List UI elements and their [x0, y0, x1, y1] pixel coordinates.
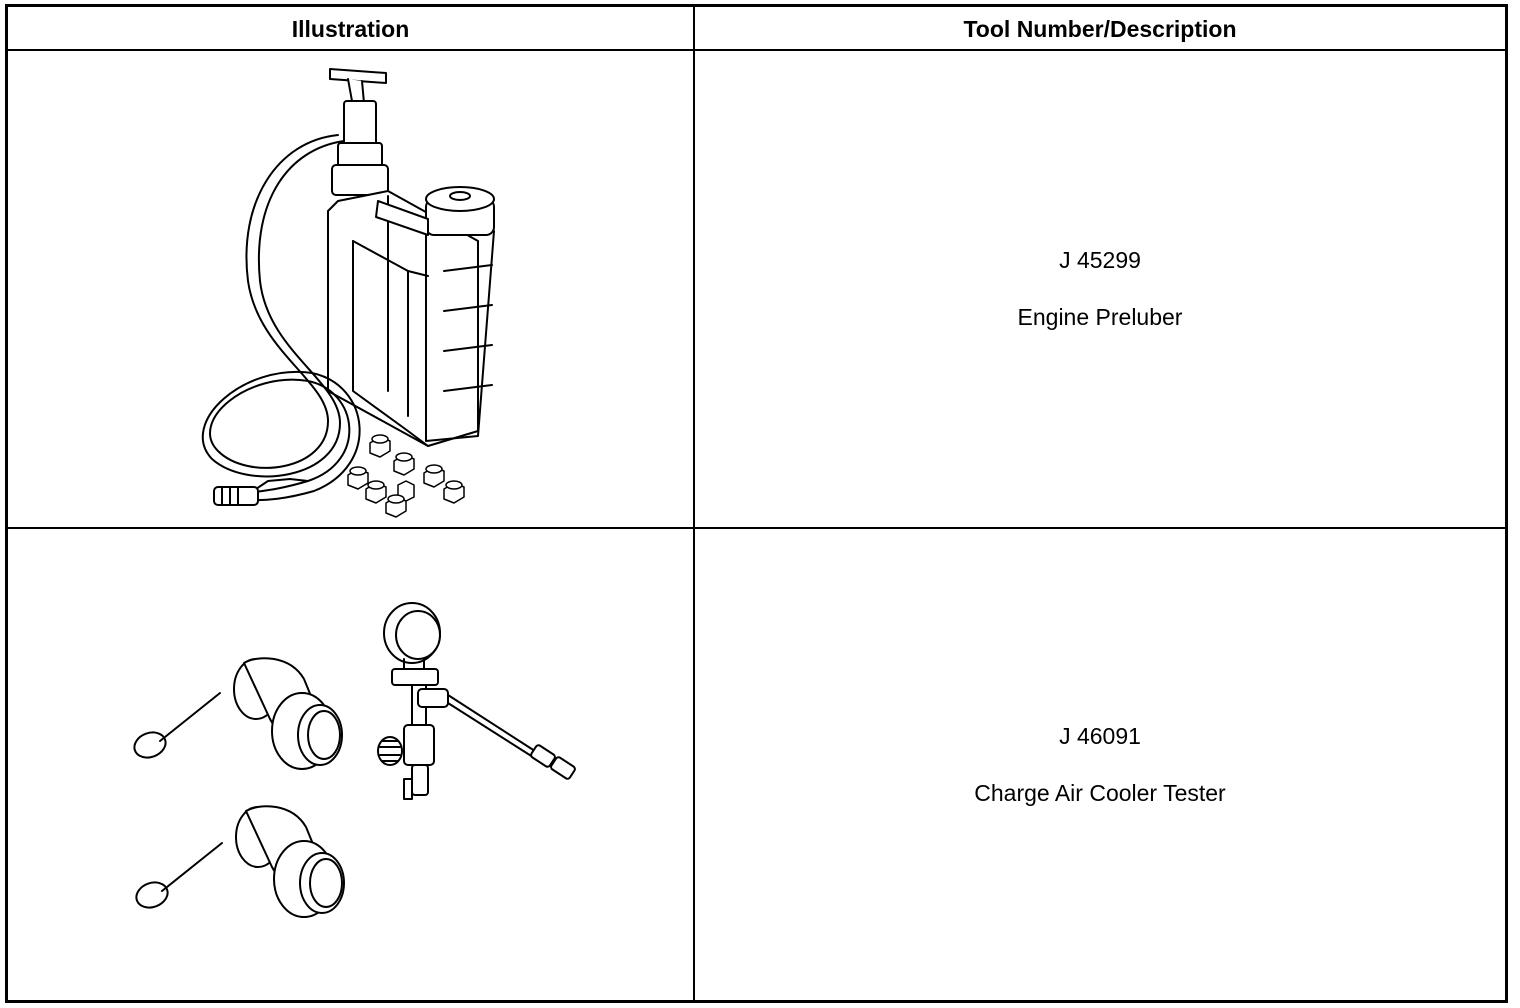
header-tool-number-description: Tool Number/Description — [963, 15, 1237, 42]
row-1-illustration — [8, 51, 693, 527]
tool-description: Engine Preluber — [1017, 304, 1183, 330]
charge-air-cooler-tester-illustration — [8, 529, 693, 1000]
row-2-description-cell: J 46091 Charge Air Cooler Tester — [695, 529, 1505, 1000]
header-divider — [8, 49, 1505, 51]
row-2-illustration — [8, 529, 693, 1000]
tool-number: J 45299 — [1059, 247, 1141, 273]
tool-number: J 46091 — [1059, 722, 1141, 749]
cooler-cap-upper — [131, 658, 342, 769]
pressure-gauge-assembly — [378, 603, 576, 799]
row-1-description-cell: J 45299 Engine Preluber — [695, 51, 1505, 527]
tool-description: Charge Air Cooler Tester — [974, 779, 1226, 806]
row-divider — [8, 527, 1505, 529]
cooler-cap-lower — [133, 806, 344, 917]
engine-preluber-illustration — [8, 51, 693, 527]
tool-table: Illustration Tool Number/Description — [5, 4, 1508, 1003]
header-illustration: Illustration — [291, 15, 410, 42]
column-divider — [693, 7, 695, 1000]
